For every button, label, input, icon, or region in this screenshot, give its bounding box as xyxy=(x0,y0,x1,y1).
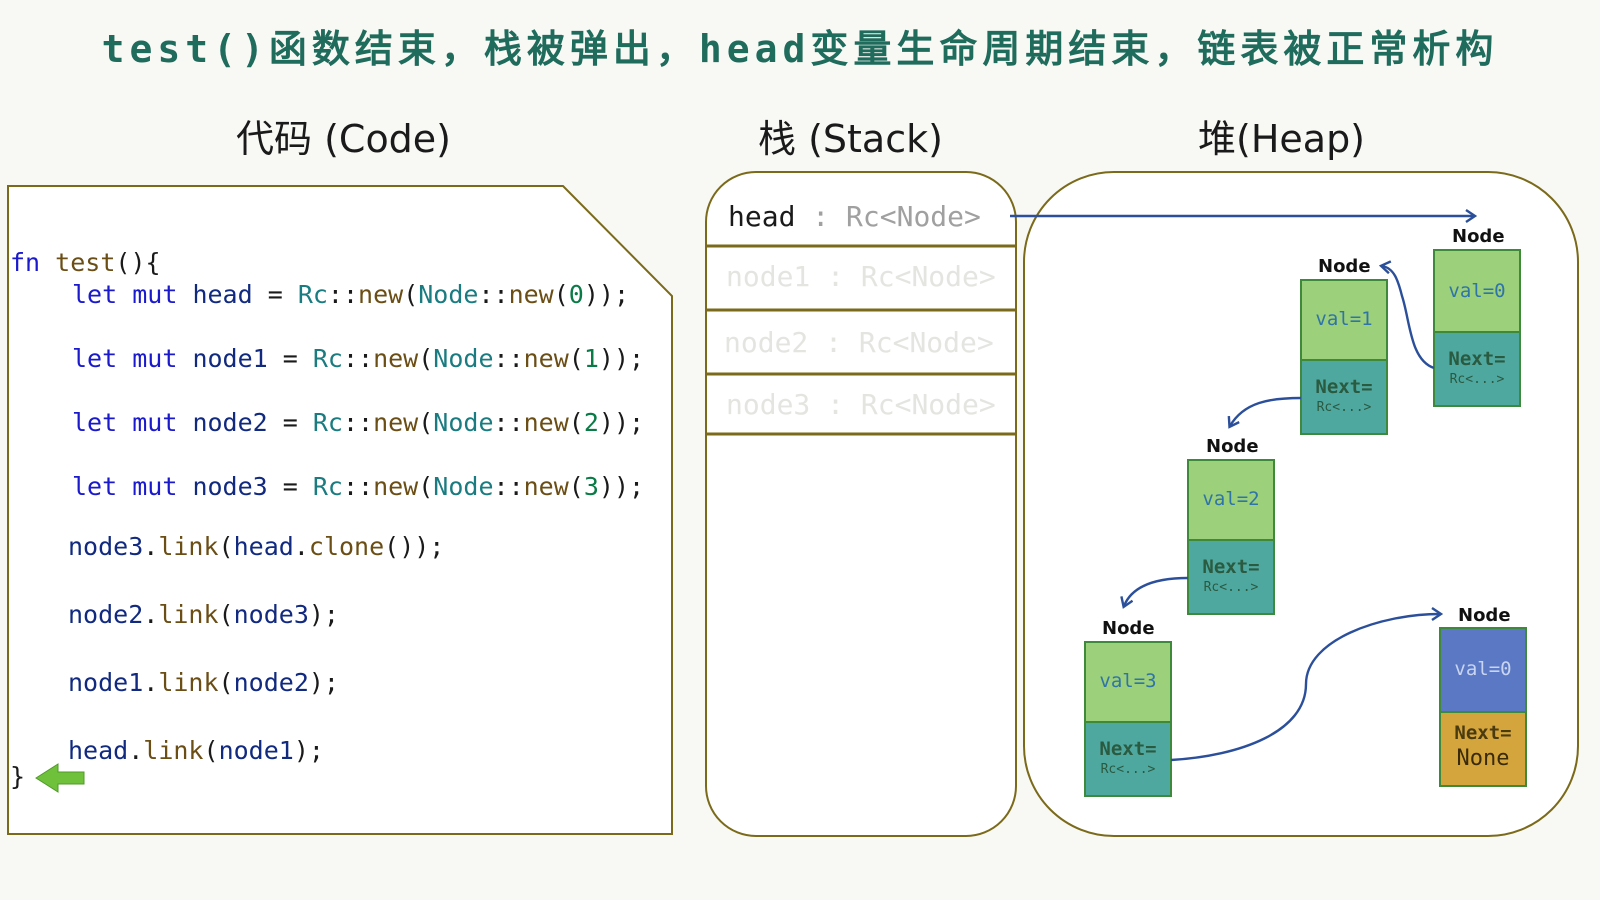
heap-node-4-val: val=0 xyxy=(1454,658,1512,680)
heap-node-1-next: Next= xyxy=(1315,376,1373,398)
code-line-link-head: head.link(node1); xyxy=(68,736,324,765)
code-line-link-node2: node2.link(node3); xyxy=(68,600,339,629)
stack-slot-node2: node2 : Rc<Node> xyxy=(724,326,994,359)
heap-node-1-val: val=1 xyxy=(1315,308,1373,330)
heap-node-2-label: Node xyxy=(1206,436,1259,457)
code-line-node2: let mut node2 = Rc::new(Node::new(2)); xyxy=(72,408,645,437)
code-panel-frame xyxy=(7,185,673,835)
code-line-link-node1: node1.link(node2); xyxy=(68,668,339,697)
heap-node-4-next: Next= xyxy=(1454,722,1512,744)
stack-panel-frame xyxy=(705,171,1017,837)
code-line-link-node3: node3.link(head.clone()); xyxy=(68,532,445,561)
heap-node-1-label: Node xyxy=(1318,256,1371,277)
heap-node-0-next: Next= xyxy=(1448,348,1506,370)
node0-to-node1-arrow xyxy=(1378,260,1435,370)
heap-node-2-next: Next= xyxy=(1202,556,1260,578)
heap-node-4-val-box xyxy=(1439,627,1527,713)
heap-node-3-val-box xyxy=(1084,641,1172,723)
heap-node-4-next-sub: None xyxy=(1456,746,1510,771)
heap-node-2-val-box xyxy=(1187,459,1275,541)
node1-to-node2-arrow xyxy=(1227,396,1302,429)
current-line-pointer-icon xyxy=(35,763,85,793)
code-line-node1: let mut node1 = Rc::new(Node::new(1)); xyxy=(72,344,645,373)
node3-to-tail-arrow xyxy=(1170,607,1444,762)
page-title: test()函数结束，栈被弹出，head变量生命周期结束，链表被正常析构 xyxy=(101,27,1499,71)
code-line-node3: let mut node3 = Rc::new(Node::new(3)); xyxy=(72,472,645,501)
heap-node-0-next-box xyxy=(1433,331,1521,407)
code-section-label: 代码 (Code) xyxy=(236,117,452,161)
code-line-fn: fn test(){ xyxy=(10,248,161,277)
code-line-close-brace: } xyxy=(10,762,26,791)
heap-node-4-label: Node xyxy=(1458,605,1511,626)
heap-node-3-label: Node xyxy=(1102,618,1155,639)
heap-node-0-next-sub: Rc<...> xyxy=(1449,372,1505,387)
heap-node-0-label: Node xyxy=(1452,226,1505,247)
code-line-head: let mut head = Rc::new(Node::new(0)); xyxy=(72,280,630,309)
stack-slot-node1: node1 : Rc<Node> xyxy=(726,260,996,293)
heap-node-1-next-sub: Rc<...> xyxy=(1316,400,1372,415)
heap-node-3-val: val=3 xyxy=(1099,670,1157,692)
heap-node-3-next-sub: Rc<...> xyxy=(1100,762,1156,777)
heap-node-2-next-sub: Rc<...> xyxy=(1203,580,1259,595)
heap-node-1-val-box xyxy=(1300,279,1388,361)
heap-node-3-next: Next= xyxy=(1099,738,1157,760)
heap-node-4-next-box xyxy=(1439,711,1527,787)
stack-section-label: 栈 (Stack) xyxy=(758,117,943,161)
stack-slot-node3: node3 : Rc<Node> xyxy=(726,388,996,421)
heap-node-3-next-box xyxy=(1084,721,1172,797)
heap-node-2-val: val=2 xyxy=(1202,488,1260,510)
heap-section-label: 堆(Heap) xyxy=(1198,117,1366,161)
stack-slot-head: head : Rc<Node> xyxy=(728,200,981,233)
node2-to-node3-arrow xyxy=(1120,576,1189,609)
heap-node-0-val: val=0 xyxy=(1448,280,1506,302)
